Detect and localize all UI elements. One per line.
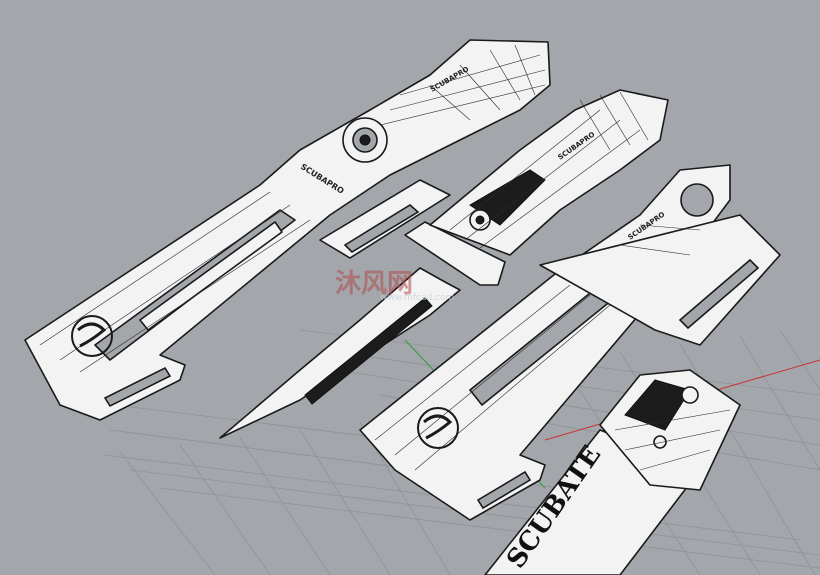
dive-knife[interactable]: SCUBAPRO bbox=[219, 89, 669, 439]
right-sheath[interactable]: SCUBAPRO bbox=[359, 164, 781, 521]
left-sheath-logo-icon bbox=[71, 315, 113, 357]
right-sheath-top-hole bbox=[680, 183, 714, 217]
right-sheath-clip bbox=[539, 214, 781, 346]
knife-serration bbox=[304, 297, 433, 405]
knife-guard bbox=[404, 221, 506, 286]
right-sheath-logo-icon bbox=[417, 407, 459, 449]
left-sheath-slot-inner bbox=[139, 221, 283, 331]
knife-screw-icon bbox=[475, 215, 485, 225]
watermark: 沐风网 www.mfcad.com bbox=[335, 269, 454, 303]
watermark-url: www.mfcad.com bbox=[380, 293, 454, 303]
left-sheath[interactable]: SCUBAPRO SCUBAPRO bbox=[24, 39, 551, 421]
buckle-body bbox=[599, 369, 741, 491]
buckle-logo-icon bbox=[681, 386, 699, 404]
watermark-text: 沐风网 bbox=[335, 269, 413, 299]
right-sheath-clip-slot bbox=[678, 258, 760, 330]
left-sheath-belt-slot bbox=[103, 366, 172, 408]
left-sheath-clip-slot bbox=[343, 204, 420, 254]
left-sheath-clip bbox=[319, 179, 451, 259]
buckle-pin-icon bbox=[653, 435, 667, 449]
right-sheath-belt-slot bbox=[476, 470, 532, 510]
left-sheath-screw-icon bbox=[359, 134, 371, 146]
